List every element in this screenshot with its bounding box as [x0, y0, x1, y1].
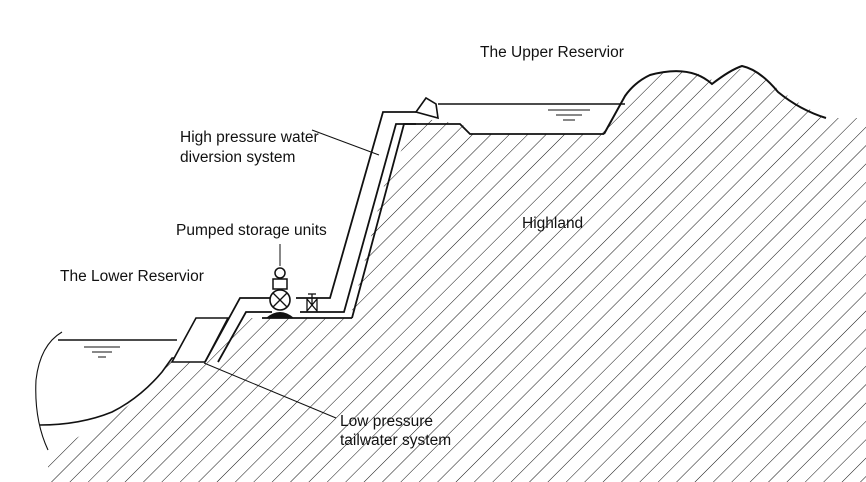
low-pressure-leader: [203, 362, 337, 419]
upper-reservoir-bottom: [420, 123, 604, 135]
lower-reservoir-label: The Lower Reservior: [60, 268, 204, 285]
lower-water-body: [33, 340, 175, 425]
high-pressure-label-line1: High pressure water: [180, 129, 319, 146]
pumped-storage-label: Pumped storage units: [176, 222, 327, 239]
upper-reservoir-label: The Upper Reservior: [480, 44, 624, 61]
penstock-wall: [351, 123, 420, 319]
highland-label: Highland: [522, 215, 584, 232]
upper-terrain: [603, 64, 827, 135]
high-pressure-leader: [311, 129, 380, 156]
low-pressure-label-line1: Low pressure: [340, 413, 434, 430]
high-pressure-label-line2: diversion system: [180, 149, 296, 166]
low-pressure-label-line2: tailwater system: [340, 432, 452, 449]
motor-circle: [274, 267, 286, 279]
tailwater-tunnel: [204, 297, 272, 363]
pump-base: [266, 312, 294, 318]
upper-intake: [414, 96, 439, 120]
terrain-profile: [39, 357, 205, 426]
lower-reservoir-bank: [35, 331, 63, 451]
penstock-outer: [296, 111, 416, 299]
pump-cross-2: [272, 292, 288, 308]
motor-housing: [272, 278, 288, 290]
